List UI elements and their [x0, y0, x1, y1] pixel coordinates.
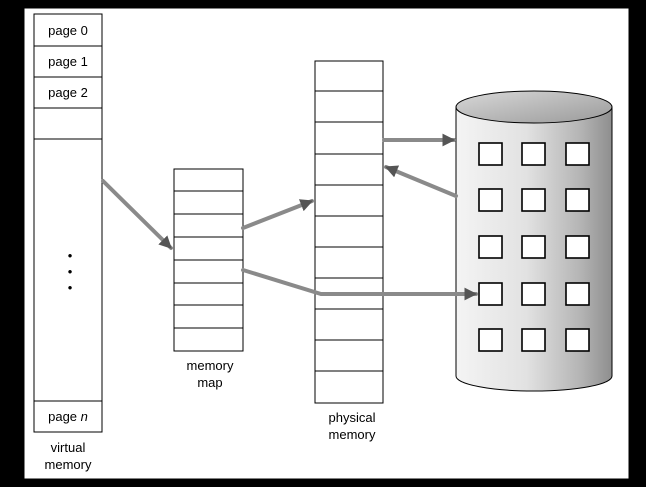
disk-block: [478, 282, 503, 306]
page-label: page 2: [48, 85, 88, 100]
page-n-prefix: page: [48, 409, 81, 424]
disk-block: [521, 142, 546, 166]
physical-memory-label: physical: [329, 410, 376, 425]
virtual-memory-box: [33, 13, 103, 433]
page-n-variable: n: [81, 409, 88, 424]
memory-map: memory map: [173, 168, 244, 390]
disk-block: [565, 235, 590, 259]
disk-blocks: [478, 142, 590, 352]
disk-block: [478, 328, 503, 352]
memory-map-label: map: [197, 375, 222, 390]
arrow-map-to-physical: [241, 199, 314, 230]
disk-block: [478, 188, 503, 212]
disk-block: [478, 142, 503, 166]
virtual-memory-label: virtual: [51, 440, 86, 455]
virtual-memory-label: memory: [45, 457, 92, 472]
disk-block: [565, 188, 590, 212]
disk-block: [521, 235, 546, 259]
physical-memory-box: [314, 60, 384, 404]
mapping-arrows: [101, 133, 478, 301]
arrow-disk-to-physical: [384, 165, 458, 198]
arrow-map-to-disk: [241, 268, 478, 301]
disk-block: [565, 282, 590, 306]
disk-storage: [455, 90, 613, 392]
ellipsis-dot: •: [68, 280, 73, 295]
physical-memory-label: memory: [329, 427, 376, 442]
ellipsis-dot: •: [68, 264, 73, 279]
page-label: page 1: [48, 54, 88, 69]
disk-block: [521, 282, 546, 306]
page-n-label: page n: [48, 409, 88, 424]
disk-block: [478, 235, 503, 259]
physical-memory: physical memory: [314, 60, 384, 442]
page-label: page 0: [48, 23, 88, 38]
memory-map-label: memory: [187, 358, 234, 373]
virtual-memory: page 0 page 1 page 2 • • • page n virtua…: [33, 13, 103, 472]
disk-block: [521, 328, 546, 352]
disk-block: [521, 188, 546, 212]
ellipsis-dot: •: [68, 248, 73, 263]
disk-top: [455, 90, 613, 124]
disk-block: [565, 328, 590, 352]
disk-block: [565, 142, 590, 166]
arrow-virtual-to-map: [101, 179, 173, 250]
